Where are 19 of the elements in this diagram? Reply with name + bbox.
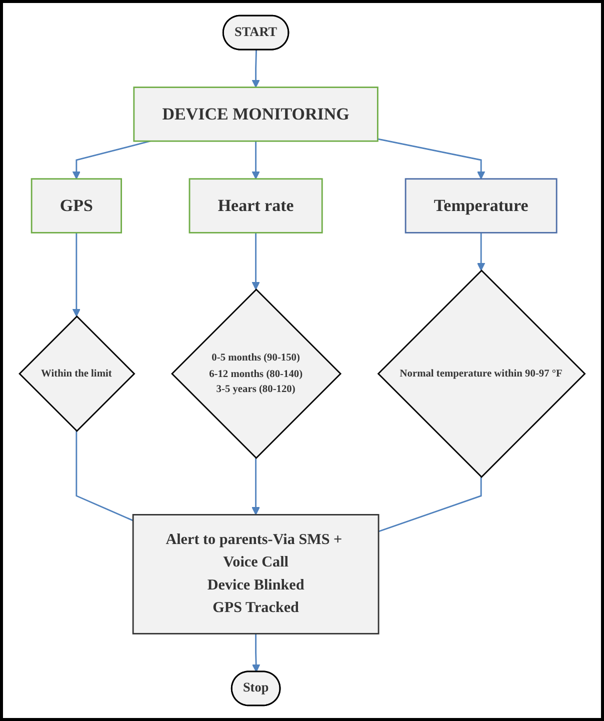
node-diamond: Within the limit — [18, 315, 136, 432]
arrow — [72, 232, 80, 317]
arrow — [252, 634, 260, 672]
connector — [378, 476, 482, 532]
node-diamond: Normal temperature within 90-97 °F — [377, 269, 586, 478]
arrow — [72, 140, 150, 180]
arrow — [377, 138, 486, 180]
arrow — [251, 141, 260, 180]
arrow — [251, 458, 260, 516]
node-diamond: 0-5 months (90-150) 6-12 months (80-140) 3-5 years (80-120) — [170, 288, 342, 459]
node-box: Heart rate — [188, 178, 323, 234]
arrow — [476, 232, 486, 271]
node-box: Alert to parents-Via SMS + Voice Call Device Blinked GPS Tracked — [132, 514, 380, 634]
node-box: DEVICE MONITORING — [133, 86, 378, 142]
arrow — [251, 50, 260, 88]
node-box: Temperature — [404, 178, 558, 234]
arrow — [251, 232, 260, 290]
node-box: GPS — [30, 178, 122, 234]
connector — [76, 431, 134, 522]
